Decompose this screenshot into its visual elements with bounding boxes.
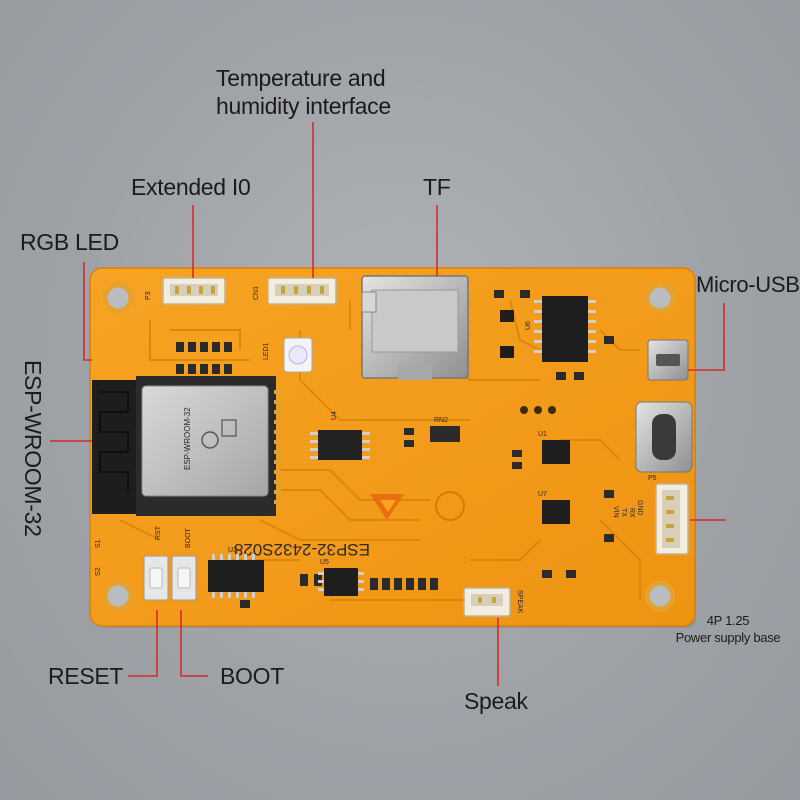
antenna-area xyxy=(92,380,136,514)
speak-silk: SPEAK xyxy=(516,590,523,614)
rx-silk: RX xyxy=(628,508,635,518)
u4-chip xyxy=(310,430,370,460)
extended-io-connector xyxy=(162,277,226,305)
u3-silk: U3 xyxy=(228,547,237,554)
module-silk-text: ESP-WROOM-32 xyxy=(183,407,192,470)
led1-silk: LED1 xyxy=(263,342,270,360)
extended-io-label: Extended I0 xyxy=(131,174,251,200)
s2-silk: S2 xyxy=(95,567,102,576)
boot-label: BOOT xyxy=(220,663,284,689)
mounting-holes xyxy=(102,282,676,612)
u7-silk: U7 xyxy=(538,491,547,498)
vin-silk: VIN xyxy=(612,506,619,518)
u6-silk: U6 xyxy=(525,321,532,330)
boot-silk: BOOT xyxy=(185,527,192,548)
speak-label: Speak xyxy=(464,688,528,714)
solder-pads xyxy=(520,406,556,414)
p3-silk: P3 xyxy=(145,291,152,300)
rgb-led-label: RGB LED xyxy=(20,229,119,255)
temperature-humidity-connector xyxy=(267,277,337,305)
speaker-connector xyxy=(463,587,511,617)
usb-c-port xyxy=(635,401,693,473)
u3-chip xyxy=(208,554,264,598)
tf-label: TF xyxy=(423,174,451,200)
temperature-label-line2: humidity interface xyxy=(216,93,391,119)
power-supply-connector xyxy=(655,483,689,555)
p5-silk: P5 xyxy=(648,475,657,482)
smd-resistors xyxy=(176,290,614,608)
temperature-humidity-label: Temperature and humidity interface xyxy=(216,64,391,120)
annotation-lines xyxy=(50,122,726,686)
reset-label: RESET xyxy=(48,663,124,689)
u5-silk: U5 xyxy=(320,559,329,566)
power-label-line1: 4P 1.25 xyxy=(706,613,750,628)
u4-silk: U4 xyxy=(331,411,338,420)
model-silk: ESP32-2432S028 xyxy=(234,540,370,559)
transistors xyxy=(500,310,570,524)
s1-silk: S1 xyxy=(95,539,102,548)
rn2-array xyxy=(430,426,460,442)
power-supply-label: 4P 1.25 Power supply base xyxy=(660,612,796,646)
board-logo xyxy=(370,491,465,521)
temperature-label-line1: Temperature and xyxy=(216,65,386,91)
micro-usb-label: Micro-USB xyxy=(696,272,800,297)
power-label-line2: Power supply base xyxy=(675,630,781,645)
u1-silk: U1 xyxy=(538,431,547,438)
esp-module-shield xyxy=(141,385,269,497)
tx-silk: TX xyxy=(620,508,627,517)
rn2-silk: RN2 xyxy=(434,417,448,424)
u5-chip xyxy=(318,568,364,596)
cn1-silk: CN1 xyxy=(253,286,260,300)
rst-silk: RST xyxy=(155,525,162,540)
gnd-silk: GND xyxy=(636,500,643,516)
esp-wroom-label: ESP-WROOM-32 xyxy=(20,360,46,537)
micro-usb-port xyxy=(647,339,689,381)
reset-button-part xyxy=(143,555,169,601)
rgb-led xyxy=(283,337,313,373)
u6-chip xyxy=(534,296,596,362)
boot-button-part xyxy=(171,555,197,601)
tf-card-slot xyxy=(361,275,469,380)
